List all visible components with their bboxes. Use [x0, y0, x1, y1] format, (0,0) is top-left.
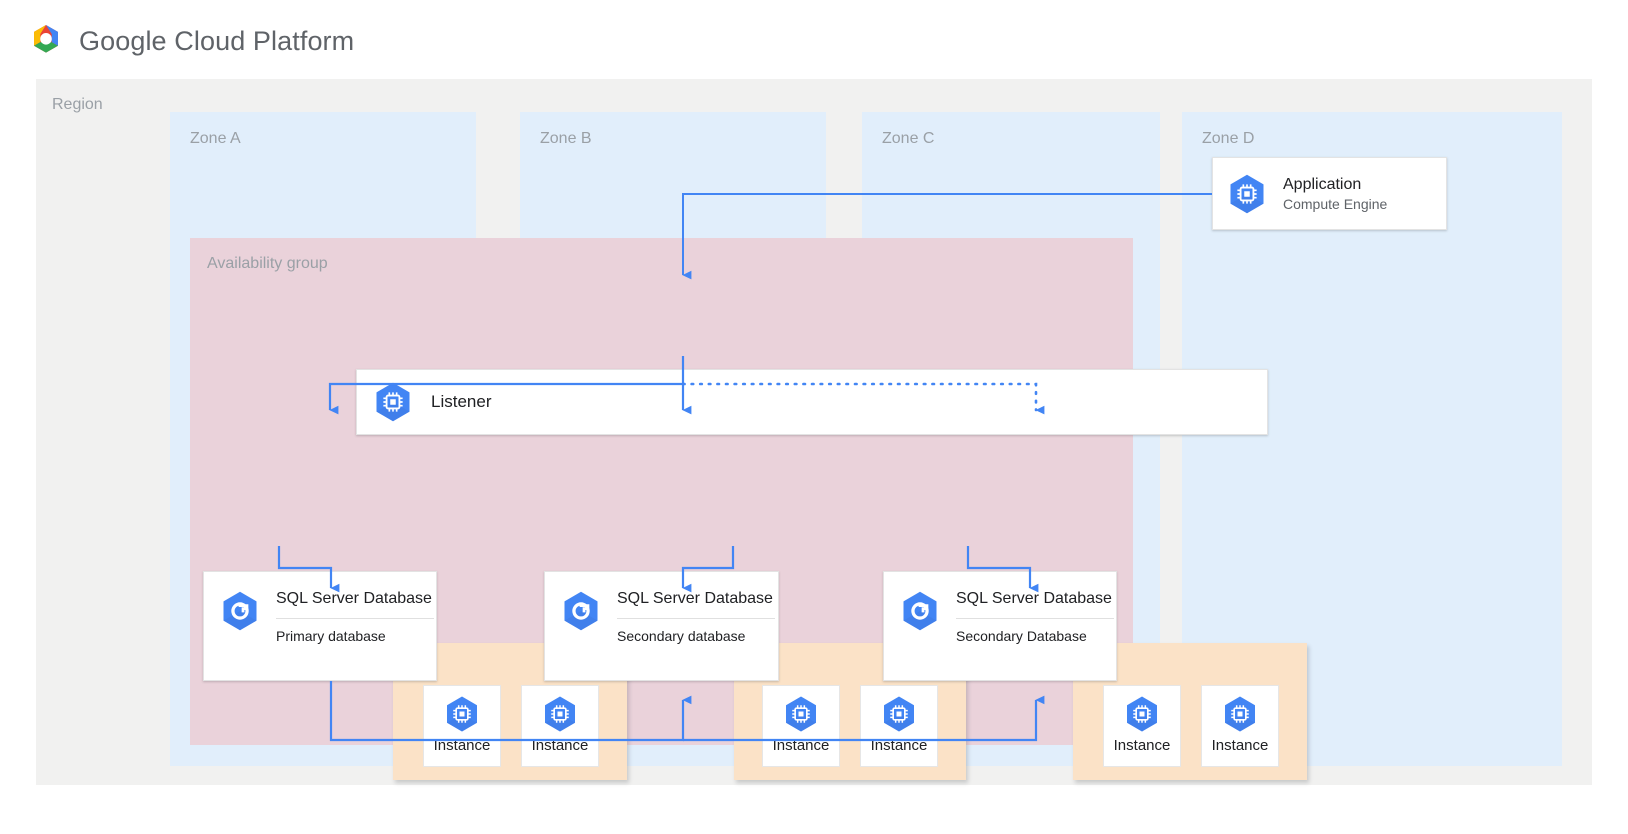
application-text: Application Compute Engine	[1283, 175, 1387, 213]
compute-engine-icon	[1127, 696, 1157, 732]
application-subtitle: Compute Engine	[1283, 195, 1388, 212]
database-role: Primary database	[276, 618, 434, 646]
database-role: Secondary database	[617, 618, 775, 646]
database-card-zone-b[interactable]: SQL Server Database Secondary database	[544, 571, 779, 681]
database-text: SQL Server Database Secondary database	[617, 589, 775, 646]
zone-b-label: Zone B	[540, 130, 592, 147]
compute-engine-icon	[447, 696, 477, 732]
fci-b-instance-2[interactable]: Instance	[860, 685, 938, 767]
database-text: SQL Server Database Primary database	[276, 589, 434, 646]
fci-a-instance-1[interactable]: Instance	[423, 685, 501, 767]
compute-engine-icon	[1230, 174, 1264, 213]
database-role: Secondary Database	[956, 618, 1114, 646]
region-label: Region	[52, 96, 103, 113]
application-title: Application	[1283, 175, 1362, 193]
instance-label: Instance	[433, 737, 491, 754]
fci-c-instance-2[interactable]: Instance	[1201, 685, 1279, 767]
fci-a-instance-2[interactable]: Instance	[521, 685, 599, 767]
compute-engine-icon	[545, 696, 575, 732]
zone-c-label: Zone C	[882, 130, 935, 147]
availability-group-label: Availability group	[207, 255, 328, 272]
database-title: SQL Server Database	[617, 590, 773, 607]
instance-label: Instance	[1211, 737, 1269, 754]
database-card-zone-c[interactable]: SQL Server Database Secondary Database	[883, 571, 1117, 681]
sql-server-database-icon	[903, 591, 937, 631]
listener-title: Listener	[431, 392, 492, 411]
database-title: SQL Server Database	[956, 590, 1112, 607]
google-cloud-platform-logo-icon	[34, 25, 58, 53]
database-text: SQL Server Database Secondary Database	[956, 589, 1114, 646]
fci-b-instance-1[interactable]: Instance	[762, 685, 840, 767]
sql-server-database-icon	[564, 591, 598, 631]
compute-engine-icon	[376, 382, 410, 422]
zone-d-label: Zone D	[1202, 130, 1255, 147]
gcp-header: Google Cloud Platform	[27, 22, 354, 60]
compute-engine-icon	[884, 696, 914, 732]
instance-label: Instance	[1113, 737, 1171, 754]
sql-server-database-icon	[223, 591, 257, 631]
compute-engine-icon	[1225, 696, 1255, 732]
gcp-wordmark: Google Cloud Platform	[79, 25, 355, 56]
instance-label: Instance	[870, 737, 928, 754]
instance-label: Instance	[772, 737, 830, 754]
fci-c-instance-1[interactable]: Instance	[1103, 685, 1181, 767]
database-card-zone-a[interactable]: SQL Server Database Primary database	[203, 571, 437, 681]
zone-a-label: Zone A	[190, 130, 241, 147]
listener-card[interactable]: Listener	[356, 369, 1268, 435]
database-title: SQL Server Database	[276, 590, 432, 607]
application-card[interactable]: Application Compute Engine	[1212, 157, 1447, 230]
instance-label: Instance	[531, 737, 589, 754]
compute-engine-icon	[786, 696, 816, 732]
